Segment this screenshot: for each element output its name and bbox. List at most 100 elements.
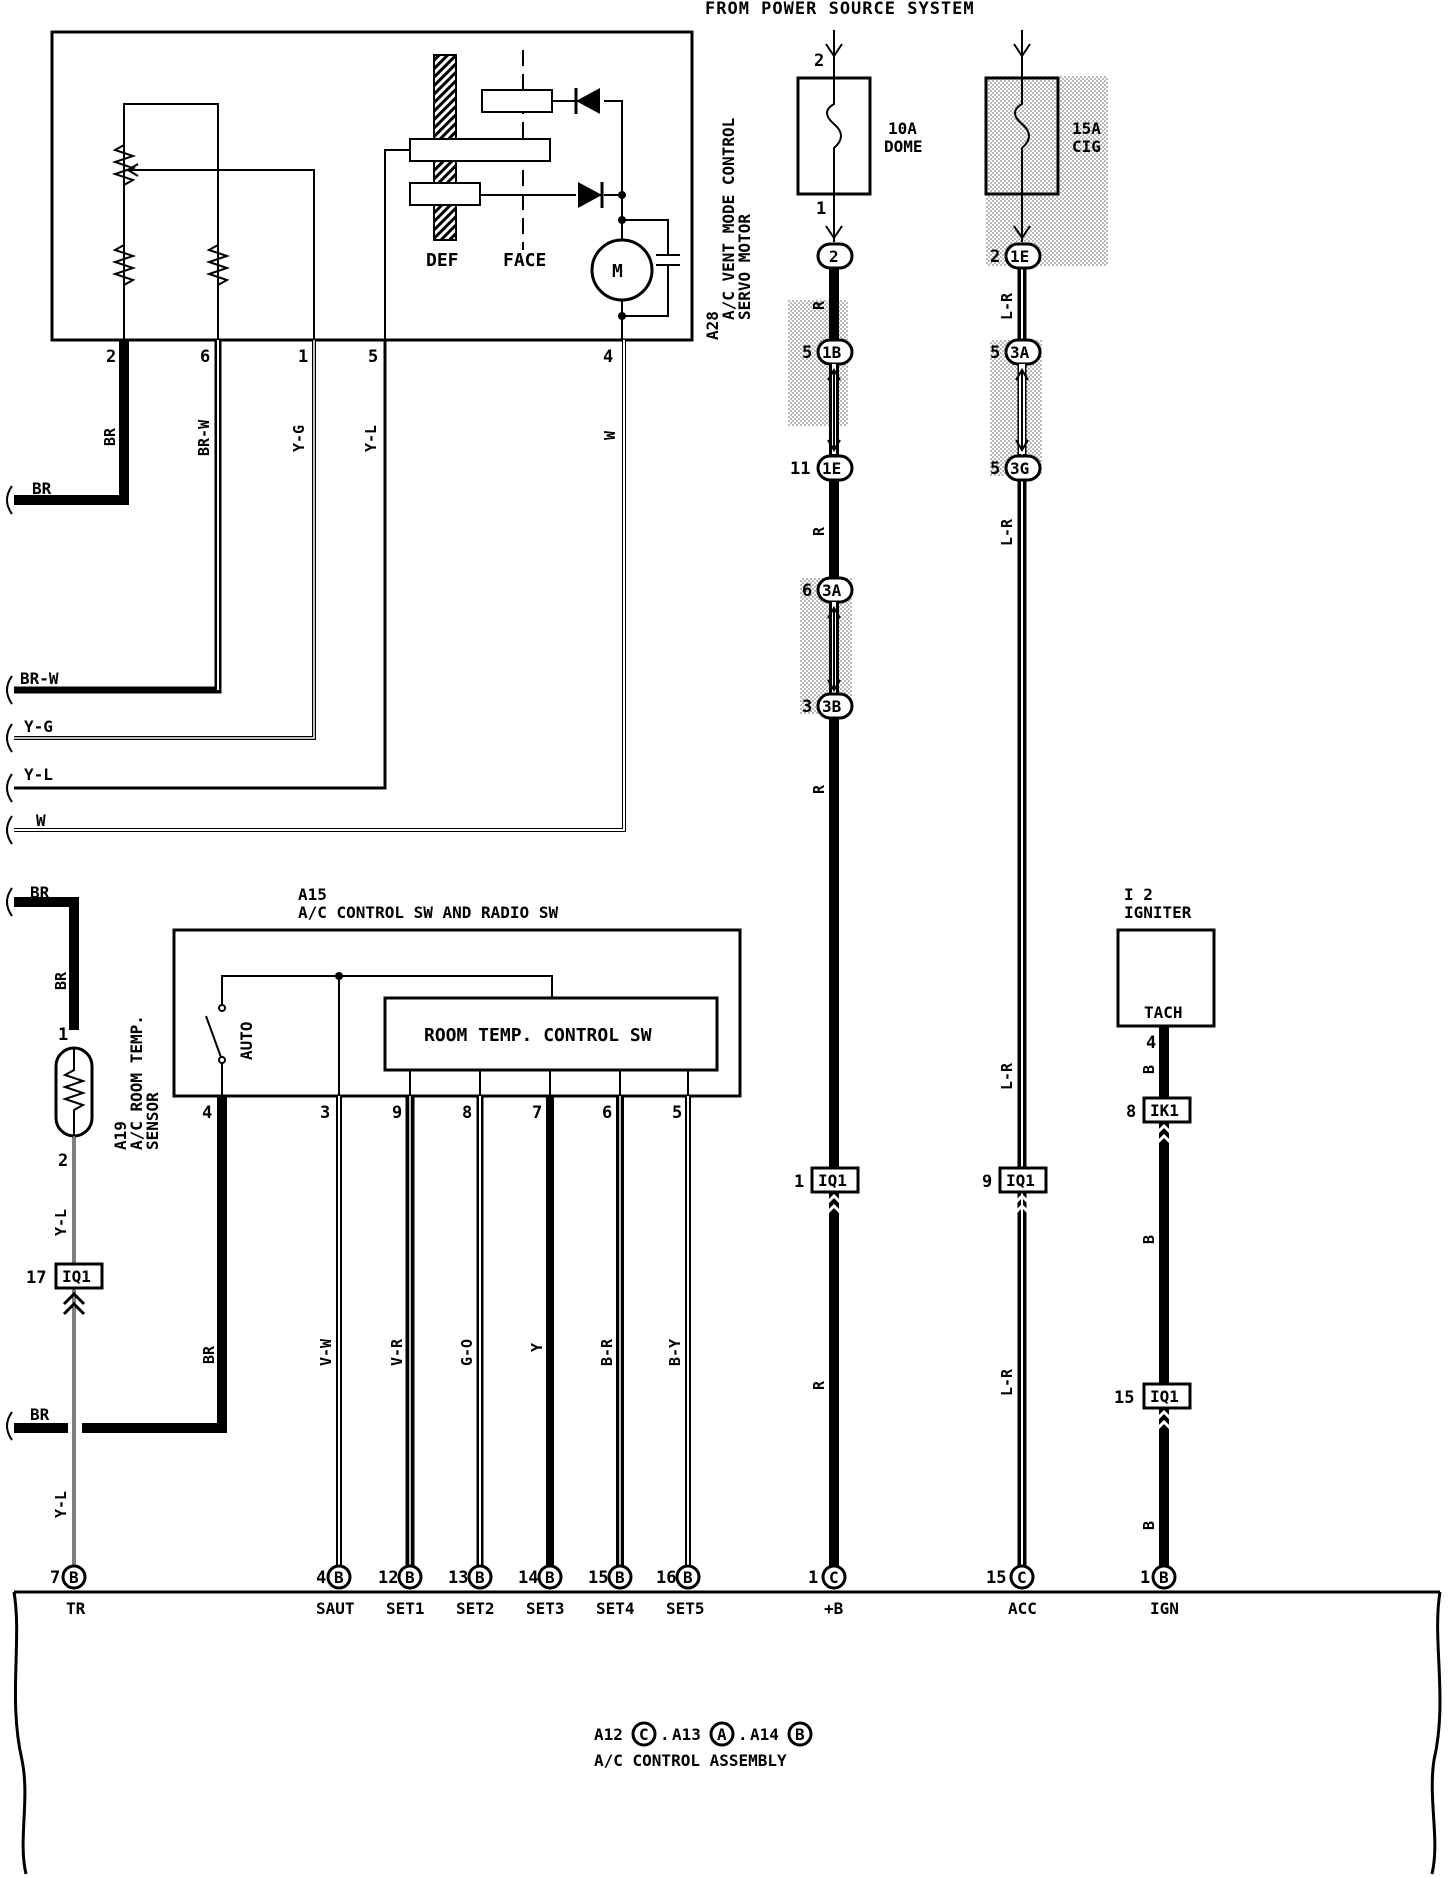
switch-box bbox=[172, 928, 742, 1098]
conn-acc-3g-label: 3G bbox=[1010, 459, 1029, 478]
servo-pin-2: 2 bbox=[106, 347, 116, 367]
terminal-set1-name: SET1 bbox=[386, 1599, 425, 1618]
terminal-acc-pin: 15 bbox=[986, 1568, 1006, 1588]
sensor-name-line2: SENSOR bbox=[143, 1092, 162, 1150]
igniter-name: IGNITER bbox=[1124, 903, 1192, 922]
sensor-junction-pin: 17 bbox=[26, 1268, 46, 1288]
sensor-id: A19 bbox=[111, 1121, 130, 1150]
servo-motor-component: M DEF FACE A28 A/C VENT MODE CONTROL SER… bbox=[50, 30, 754, 367]
servo-pin-6: 6 bbox=[200, 347, 210, 367]
terminal-plus-b-pin: 1 bbox=[808, 1568, 818, 1588]
terminal-set4-pin: 15 bbox=[588, 1568, 608, 1588]
resistor-2-icon bbox=[111, 244, 137, 286]
wire-w bbox=[14, 340, 626, 832]
terminal-tr-conn: B bbox=[69, 1568, 79, 1587]
switch-wire-label-v-r: V-R bbox=[388, 1338, 406, 1366]
conn-acc-3a-pin: 5 bbox=[990, 343, 1000, 363]
conn-b-1b-pin: 5 bbox=[802, 343, 812, 363]
conn-b-1e-pin: 11 bbox=[790, 459, 810, 479]
sensor-wire-lower-label: Y-L bbox=[52, 1491, 70, 1518]
junction-iq1-b-pin: 1 bbox=[794, 1172, 804, 1192]
servo-name-line2: SERVO MOTOR bbox=[735, 214, 754, 320]
motor-icon bbox=[590, 238, 654, 302]
switch-pin-8: 8 bbox=[462, 1103, 472, 1123]
terminal-set2-pin: 13 bbox=[448, 1568, 468, 1588]
auto-label: AUTO bbox=[237, 1021, 256, 1060]
wiper-arrow-icon bbox=[126, 163, 315, 340]
terminal-tr-pin: 7 bbox=[50, 1568, 60, 1588]
fuse-dome-icon bbox=[826, 78, 842, 194]
wire-br-w bbox=[14, 340, 222, 694]
terminal-acc-conn: C bbox=[1017, 1568, 1027, 1587]
switch-wire-label-y: Y bbox=[528, 1343, 546, 1352]
room-temp-sensor: BR 1 A19 A/C ROOM TEMP. SENSOR 2 Y-L IQ1… bbox=[14, 897, 227, 1577]
junction-iq1-acc bbox=[998, 1166, 1048, 1194]
left-label-br-3: BR bbox=[30, 1405, 50, 1424]
assembly-code-a12: A12 bbox=[594, 1725, 623, 1744]
igniter-id: I 2 bbox=[1124, 885, 1153, 904]
fuse-cig-rating: 15A bbox=[1072, 119, 1101, 138]
junction-ik1 bbox=[1142, 1096, 1192, 1124]
conn-acc-3g-pin: 5 bbox=[990, 459, 1000, 479]
conn-b-3b-label: 3B bbox=[822, 697, 842, 716]
terminal-row: B 7 TR B 4 SAUT B 12 SET1 B 13 SET2 B 14… bbox=[50, 1564, 1179, 1618]
conn-acc-1e-pin: 2 bbox=[990, 247, 1000, 267]
conn-b-1e-label: 1E bbox=[822, 459, 841, 478]
switch-name: A/C CONTROL SW AND RADIO SW bbox=[298, 903, 558, 922]
junction-iq1-b-label: IQ1 bbox=[818, 1171, 847, 1190]
wire-label-y-g: Y-G bbox=[290, 425, 308, 452]
fuse-dome-pin-in: 2 bbox=[814, 51, 824, 71]
sensor-junction-label: IQ1 bbox=[62, 1267, 91, 1286]
acc-circuit: 15A CIG 1E 2 L-R 3A 5 3G 5 L-R L-R IQ1 9… bbox=[982, 30, 1108, 1577]
fuse-cig-icon bbox=[1014, 78, 1030, 194]
terminal-saut-conn: B bbox=[334, 1568, 344, 1587]
left-label-br-w: BR-W bbox=[20, 669, 59, 688]
assembly-name: A/C CONTROL ASSEMBLY bbox=[594, 1751, 787, 1770]
switch-wire-label-b-y: B-Y bbox=[666, 1339, 684, 1366]
terminal-set1-pin: 12 bbox=[378, 1568, 398, 1588]
switch-wire-label-br: BR bbox=[200, 1345, 218, 1364]
assembly-code-a13: . bbox=[660, 1725, 670, 1744]
igniter-box bbox=[1116, 928, 1216, 1028]
terminal-tr-name: TR bbox=[66, 1599, 86, 1618]
junction-iq1-sensor bbox=[54, 1262, 104, 1290]
terminal-plus-b-name: +B bbox=[824, 1599, 844, 1618]
terminal-set2-name: SET2 bbox=[456, 1599, 495, 1618]
double-arrow-icon bbox=[827, 368, 841, 452]
switch-pin-7: 7 bbox=[532, 1103, 542, 1123]
terminal-set4-conn: B bbox=[615, 1568, 625, 1587]
wire-ign-label-2: B bbox=[1140, 1235, 1158, 1244]
terminal-acc-name: ACC bbox=[1008, 1599, 1037, 1618]
left-label-y-g: Y-G bbox=[24, 717, 53, 736]
def-label: DEF bbox=[426, 250, 459, 271]
assembly-circ-a12: C bbox=[639, 1725, 649, 1744]
igniter-pin-4: 4 bbox=[1146, 1033, 1156, 1053]
junction-iq1-ign-pin: 15 bbox=[1114, 1388, 1134, 1408]
diode-2-icon bbox=[578, 182, 602, 208]
power-source-label: FROM POWER SOURCE SYSTEM bbox=[705, 0, 975, 19]
terminal-ign-pin: 1 bbox=[1140, 1568, 1150, 1588]
wire-b-label-2: R bbox=[810, 526, 828, 536]
arrow-down-icon bbox=[825, 43, 843, 58]
room-temp-control-box bbox=[383, 996, 719, 1072]
fuse-dome-name: DOME bbox=[884, 137, 923, 156]
servo-pin-1: 1 bbox=[298, 347, 308, 367]
conn-b-2 bbox=[816, 242, 854, 270]
conn-b-1b-label: 1B bbox=[822, 343, 842, 362]
switch-pin-4: 4 bbox=[202, 1103, 212, 1123]
switch-pin-9: 9 bbox=[392, 1103, 402, 1123]
switch-wires: BR V-W V-R G-O Y B-R B-Y bbox=[200, 1096, 691, 1577]
terminal-set3-name: SET3 bbox=[526, 1599, 565, 1618]
switch-wire-label-b-r: B-R bbox=[598, 1338, 616, 1366]
terminal-ign-name: IGN bbox=[1150, 1599, 1179, 1618]
left-label-br-1: BR bbox=[32, 479, 52, 498]
face-label: FACE bbox=[503, 250, 546, 271]
wire-b-label-3: R bbox=[810, 784, 828, 794]
wire-b-label-1: R bbox=[810, 300, 828, 310]
switch-wire-label-v-w: V-W bbox=[317, 1338, 335, 1366]
resistor-1-icon bbox=[111, 144, 137, 186]
servo-pin-5: 5 bbox=[368, 347, 378, 367]
switch-wire-label-g-o: G-O bbox=[458, 1339, 476, 1366]
junction-iq1-acc-pin: 9 bbox=[982, 1172, 992, 1192]
